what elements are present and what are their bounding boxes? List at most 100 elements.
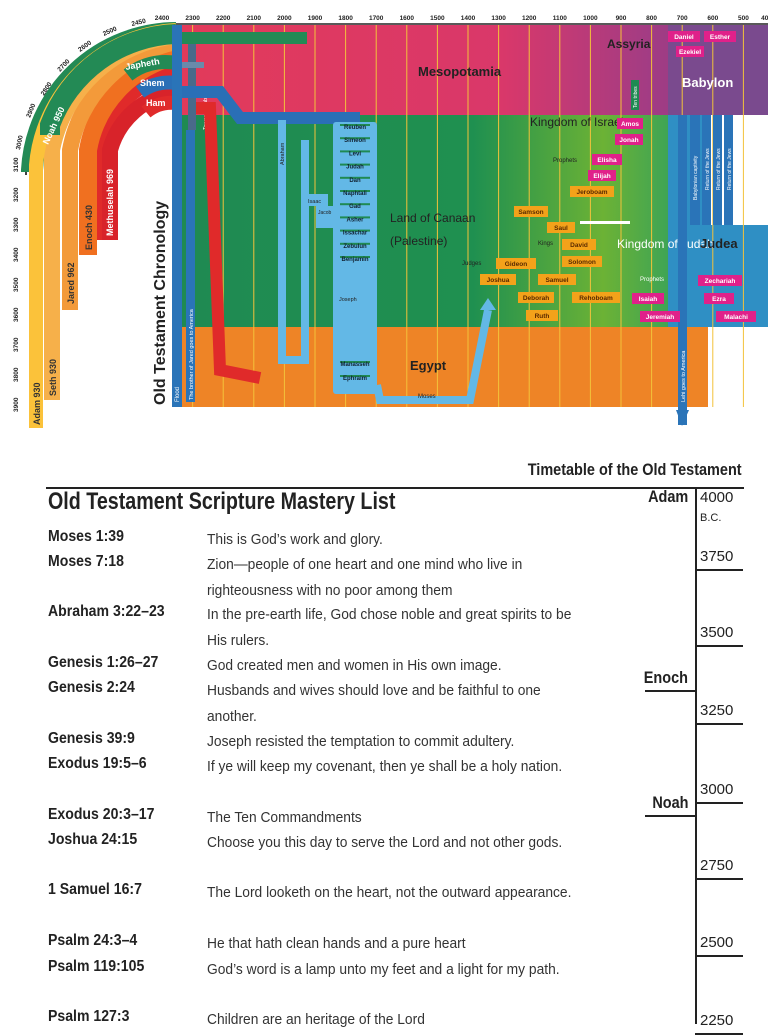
top-year-label: 1400 [461, 15, 476, 22]
moses-arrow [480, 298, 496, 310]
scripture-summary: Husbands and wives should love and be fa… [207, 682, 541, 725]
region-egypt: Egypt [410, 358, 447, 373]
arc-year-label: 3900 [13, 397, 20, 412]
name-tag [526, 310, 558, 321]
tribe-label: Zebulun [343, 244, 367, 250]
ten-tribes-bar [631, 80, 639, 110]
tribe-label: Reuben [344, 125, 366, 131]
captivity-bar [690, 115, 700, 225]
name-tag [640, 311, 680, 322]
moses-label: Moses [418, 394, 436, 400]
name-tag-label: Ezra [712, 296, 726, 303]
name-tag-label: Gideon [505, 261, 527, 268]
arc-year-label: 3200 [13, 187, 20, 202]
arc-year-label: 3700 [13, 337, 20, 352]
region-canaan: Land of Canaan [390, 211, 475, 225]
region-judea: Judea [700, 236, 738, 251]
name-tag-label: Samuel [545, 277, 568, 284]
label-prophets-judah: Prophets [640, 277, 664, 283]
ham-line [196, 102, 262, 384]
name-tag [632, 293, 664, 304]
name-tag-label: Solomon [568, 259, 596, 266]
name-tag [676, 46, 704, 57]
arc-japheth-2 [123, 55, 178, 81]
top-year-label: 1000 [583, 15, 598, 22]
timetable-tick [695, 955, 743, 957]
return-1-label: Return of the Jews [705, 148, 711, 190]
title-rule [46, 487, 744, 489]
scripture-summary: The Ten Commandments [207, 809, 362, 826]
scripture-summary: In the pre-earth life, God chose noble a… [207, 606, 572, 649]
timetable-year: 3750 [700, 548, 734, 565]
tribe-bar [340, 124, 370, 126]
return-1-bar [702, 115, 711, 225]
scripture-reference: Genesis 1:26–27 [48, 654, 159, 671]
name-tag [547, 222, 575, 233]
arc-year-label: 2450 [131, 18, 147, 28]
son-shem: Shem [140, 78, 165, 88]
top-year-label: 700 [677, 15, 688, 22]
top-year-label: 2400 [155, 15, 170, 22]
scripture-reference: Exodus 19:5–6 [48, 755, 147, 772]
name-tag [588, 170, 616, 181]
name-tag [562, 239, 596, 250]
timetable-tick [695, 878, 743, 880]
tribe-label: Judah [346, 165, 364, 171]
tribe-label: Naphtali [343, 191, 367, 197]
name-tag [615, 134, 643, 145]
name-tag [704, 293, 734, 304]
label-kings: Kings [538, 241, 553, 247]
name-tag-label: Amos [621, 121, 639, 128]
scripture-reference: Genesis 39:9 [48, 730, 135, 747]
scripture-summary: God’s word is a lamp unto my feet and a … [207, 961, 560, 978]
top-year-label: 1500 [430, 15, 445, 22]
top-year-label: 900 [616, 15, 627, 22]
tribe-label: Simeon [344, 138, 366, 144]
tribe-label: Manasseh [340, 362, 369, 368]
scripture-reference: Moses 7:18 [48, 553, 124, 570]
name-tag-label: Rehoboam [579, 295, 613, 302]
patriarch-adam: Adam 930 [32, 382, 42, 425]
jacob-box [316, 206, 338, 228]
scripture-summary: Children are an heritage of the Lord [207, 1011, 425, 1028]
chart-title: Old Testament Chronology [152, 201, 169, 405]
tribe-bar [340, 190, 370, 192]
return-2-label: Return of the Jews [716, 148, 722, 190]
scripture-summary: This is God’s work and glory. [207, 531, 383, 548]
scripture-reference: Psalm 119:105 [48, 958, 145, 975]
tribe-bar [340, 256, 370, 258]
timetable-person-rule [645, 690, 695, 692]
top-year-label: 800 [646, 15, 657, 22]
name-tag [668, 31, 700, 42]
top-year-label: 1100 [553, 15, 567, 22]
name-tag [704, 31, 736, 42]
top-year-label: 500 [738, 15, 749, 22]
captivity-label: Babylonian captivity [693, 155, 699, 200]
timetable-year: 4000 [700, 489, 734, 506]
tower-top [182, 62, 204, 68]
flood-label: Flood [175, 387, 181, 402]
jared-brother-bar [186, 130, 195, 402]
timetable-year: 3000 [700, 781, 734, 798]
tribes-list: ReubenSimeonLeviJudahDanNaphtaliGadAsher… [340, 124, 370, 382]
scripture-reference: Joshua 24:15 [48, 831, 138, 848]
timetable-year: 2750 [700, 857, 734, 874]
japheth-line [182, 32, 307, 44]
name-tag [617, 118, 643, 129]
region-babylon: Babylon [682, 75, 733, 90]
region-mesopotamia: Mesopotamia [418, 64, 502, 79]
name-tag-label: Saul [554, 225, 568, 232]
patriarch-arcs [21, 22, 179, 428]
name-tag [538, 274, 576, 285]
name-tag-label: Isaiah [639, 296, 657, 303]
name-tag-label: Jeremiah [646, 314, 675, 321]
name-tag-label: Jonah [619, 137, 638, 144]
top-year-label: 2000 [277, 15, 292, 22]
egypt-band-lower [178, 327, 708, 407]
jared-brother-label: The brother of Jared goes to America [189, 308, 195, 400]
name-tag-label: Elijah [593, 173, 610, 180]
isaac-box [306, 194, 328, 206]
mastery-list-title: Old Testament Scripture Mastery List [48, 488, 396, 515]
timetable-year: 2500 [700, 934, 734, 951]
